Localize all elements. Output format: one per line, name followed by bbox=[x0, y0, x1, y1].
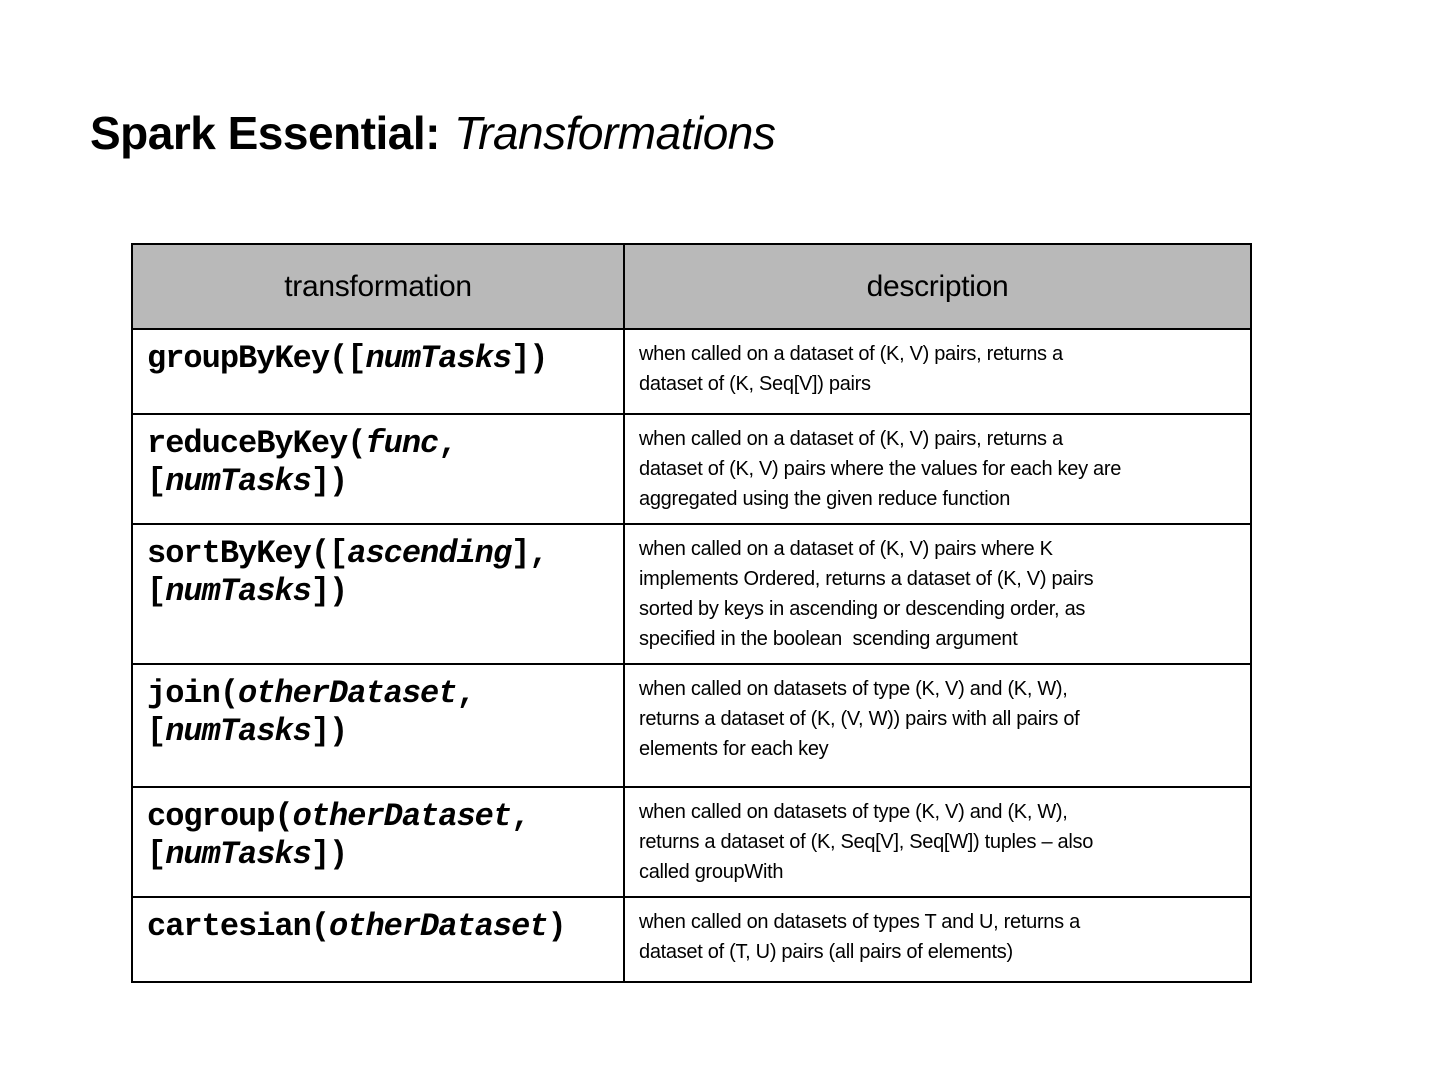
transformations-table: transformation description groupByKey([n… bbox=[131, 243, 1252, 983]
code-text: ], [ bbox=[147, 535, 548, 611]
code-text: ]) bbox=[310, 463, 348, 501]
table-head: transformation description bbox=[131, 243, 1252, 330]
code-text: , [ bbox=[147, 798, 530, 874]
code-parameter: numTasks bbox=[165, 573, 312, 611]
description-cell: when called on datasets of types T and U… bbox=[623, 896, 1252, 983]
header-cell-transformation: transformation bbox=[131, 243, 625, 330]
code-text: ]) bbox=[310, 836, 348, 874]
transformation-cell: groupByKey([numTasks]) bbox=[131, 328, 625, 415]
code-parameter: otherDataset bbox=[238, 675, 457, 712]
code-text: , [ bbox=[147, 675, 476, 751]
code-text: cogroup( bbox=[147, 798, 294, 835]
table-body: groupByKey([numTasks])when called on a d… bbox=[131, 328, 1252, 983]
transformation-cell: cartesian(otherDataset) bbox=[131, 896, 625, 983]
description-cell: when called on a dataset of (K, V) pairs… bbox=[623, 328, 1252, 415]
description-cell: when called on a dataset of (K, V) pairs… bbox=[623, 523, 1252, 665]
code-text: reduceByKey( bbox=[147, 425, 366, 462]
code-text: groupByKey([ bbox=[147, 340, 366, 377]
code-parameter: numTasks bbox=[165, 463, 312, 501]
title-bold-text: Spark Essential: bbox=[90, 107, 440, 159]
table-row: groupByKey([numTasks])when called on a d… bbox=[131, 328, 1252, 415]
code-parameter: otherDataset bbox=[329, 908, 548, 945]
description-cell: when called on datasets of type (K, V) a… bbox=[623, 786, 1252, 898]
description-cell: when called on datasets of type (K, V) a… bbox=[623, 663, 1252, 788]
transformation-cell: sortByKey([ascending], [numTasks]) bbox=[131, 523, 625, 665]
code-parameter: numTasks bbox=[165, 836, 312, 874]
header-cell-description: description bbox=[623, 243, 1252, 330]
code-parameter: numTasks bbox=[165, 713, 312, 751]
code-text: cartesian( bbox=[147, 908, 330, 945]
code-parameter: func bbox=[365, 425, 439, 462]
transformation-cell: cogroup(otherDataset, [numTasks]) bbox=[131, 786, 625, 898]
code-text: ]) bbox=[511, 340, 548, 377]
table-row: cartesian(otherDataset)when called on da… bbox=[131, 896, 1252, 983]
code-text: sortByKey([ bbox=[147, 535, 348, 572]
code-text: ) bbox=[547, 908, 566, 945]
table-row: cogroup(otherDataset, [numTasks])when ca… bbox=[131, 786, 1252, 898]
table-row: sortByKey([ascending], [numTasks])when c… bbox=[131, 523, 1252, 665]
code-text: , [ bbox=[147, 425, 457, 501]
code-text: ]) bbox=[310, 713, 348, 751]
table-header-row: transformation description bbox=[131, 243, 1252, 330]
code-parameter: ascending bbox=[347, 535, 512, 572]
code-parameter: otherDataset bbox=[292, 798, 512, 835]
code-text: ]) bbox=[310, 573, 348, 611]
table-row: reduceByKey(func, [numTasks])when called… bbox=[131, 413, 1252, 525]
table-row: join(otherDataset, [numTasks])when calle… bbox=[131, 663, 1252, 788]
code-text: join( bbox=[147, 675, 239, 712]
page-title: Spark Essential:Transformations bbox=[90, 106, 776, 160]
transformation-cell: join(otherDataset, [numTasks]) bbox=[131, 663, 625, 788]
description-cell: when called on a dataset of (K, V) pairs… bbox=[623, 413, 1252, 525]
transformation-cell: reduceByKey(func, [numTasks]) bbox=[131, 413, 625, 525]
title-italic-text: Transformations bbox=[453, 107, 776, 159]
code-parameter: numTasks bbox=[365, 340, 512, 377]
